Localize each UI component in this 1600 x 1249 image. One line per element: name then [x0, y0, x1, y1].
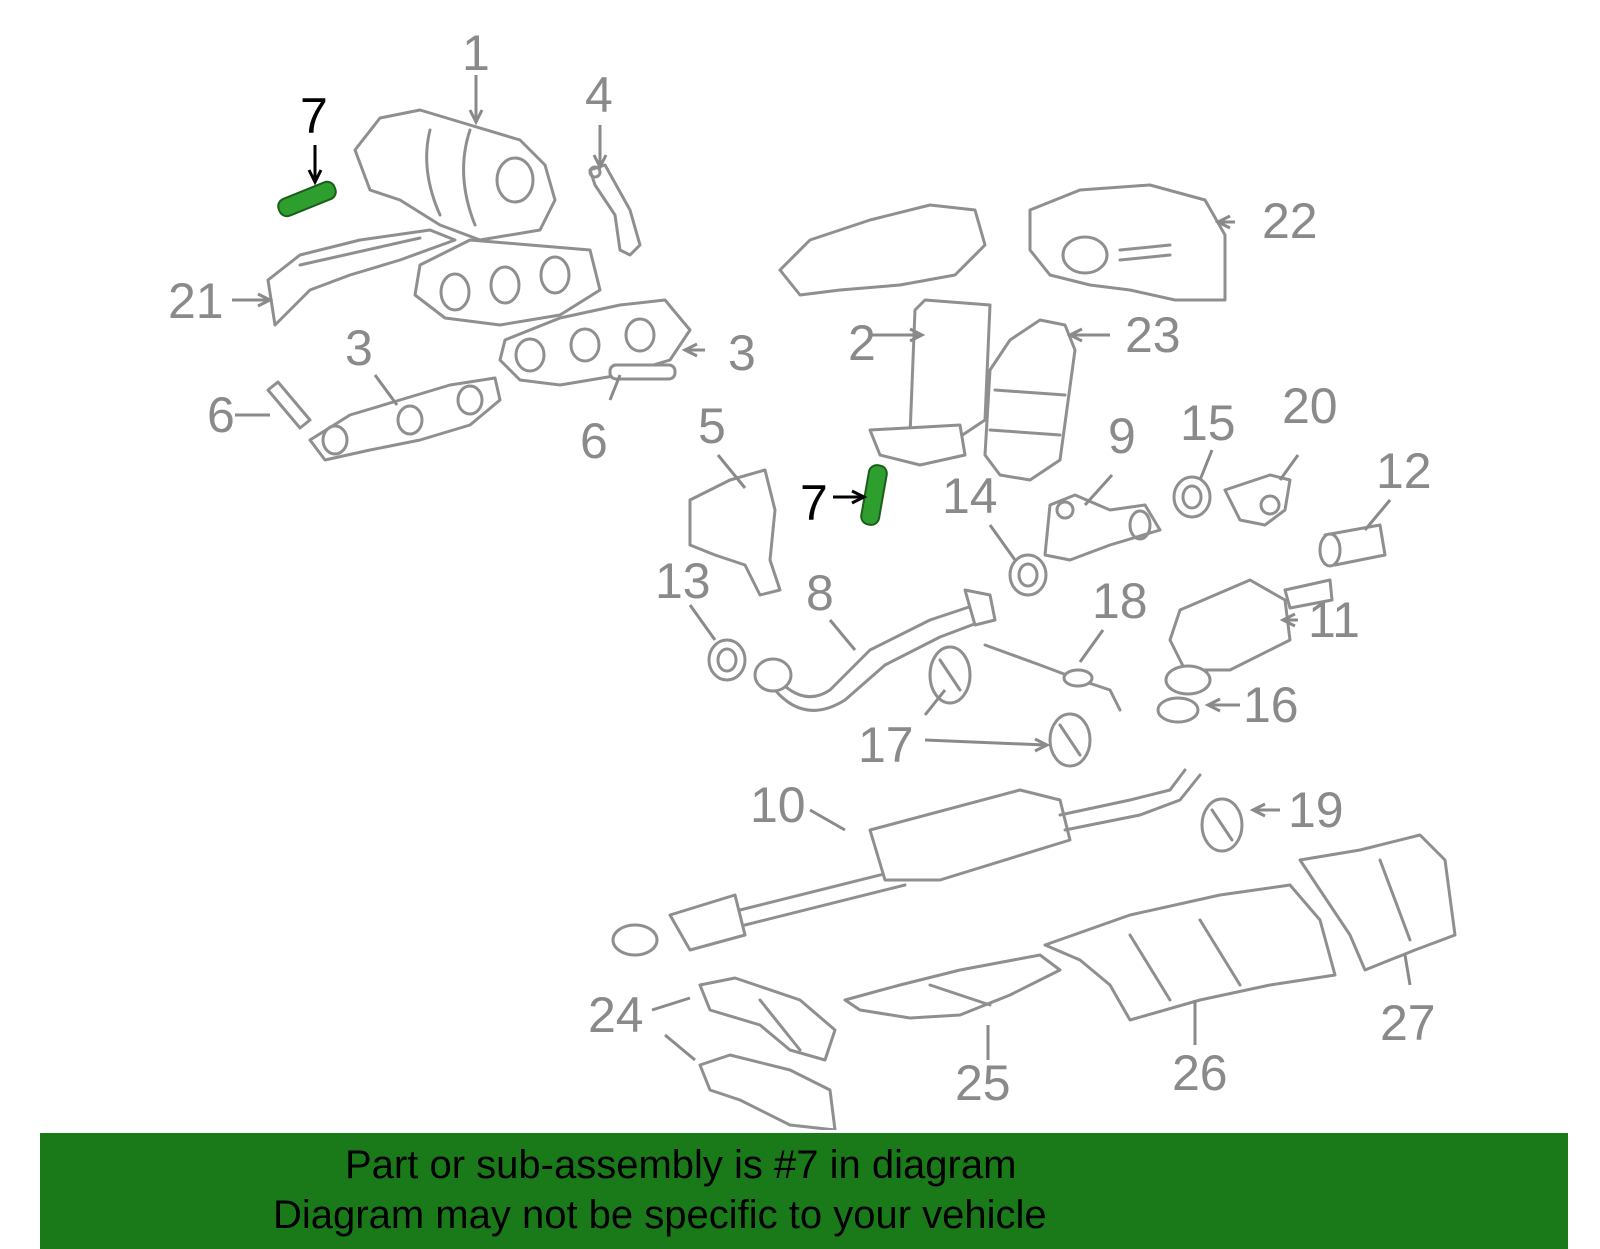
part-19-hanger [1200, 797, 1244, 853]
part-12-tail-pipe [1318, 523, 1387, 568]
label-6-left: 6 [207, 387, 235, 443]
part-13-gasket [707, 638, 747, 682]
label-11: 11 [1308, 592, 1360, 648]
label-24: 24 [588, 987, 644, 1043]
part-23-converter-shield [983, 318, 1077, 482]
label-22: 22 [1262, 193, 1318, 249]
part-21-heat-shield [266, 228, 457, 327]
label-21: 21 [168, 273, 224, 329]
part-7-stud-lower[interactable] [860, 464, 888, 526]
label-23: 23 [1125, 307, 1181, 363]
info-banner: Part or sub-assembly is #7 in diagram Di… [40, 1133, 1568, 1249]
part-17-hanger-lower [1048, 712, 1092, 768]
label-17: 17 [858, 717, 914, 773]
label-2: 2 [848, 315, 876, 371]
part-16-gasket [1156, 696, 1200, 724]
part-20-hanger [1223, 473, 1292, 527]
part-6-stud-left [266, 380, 312, 430]
leader-lines [232, 75, 1412, 1062]
label-15: 15 [1180, 395, 1236, 451]
label-6-right: 6 [580, 413, 608, 469]
part-24-heat-shield-lower [698, 1053, 837, 1130]
banner-line-1: Part or sub-assembly is #7 in diagram [345, 1143, 1017, 1187]
label-9: 9 [1108, 408, 1136, 464]
part-1-manifold-converter [353, 108, 602, 327]
part-11-tail-muffler [1164, 578, 1334, 696]
part-7-stud-upper[interactable] [276, 179, 338, 218]
part-17-hanger-upper [928, 645, 972, 705]
part-18-sensor [983, 643, 1122, 712]
part-27-heat-shield [1298, 833, 1457, 972]
part-labels: 1 2 3 3 4 5 6 6 7 7 8 9 10 11 12 13 14 1… [168, 25, 1436, 1111]
label-3-left: 3 [345, 320, 373, 376]
part-25-heat-shield [843, 953, 1062, 1020]
label-8: 8 [806, 565, 834, 621]
label-7-upper: 7 [300, 88, 328, 144]
label-16: 16 [1243, 677, 1299, 733]
part-8-front-pipe [753, 588, 997, 712]
label-10: 10 [750, 777, 806, 833]
label-19: 19 [1288, 782, 1344, 838]
part-2-manifold-converter [778, 203, 992, 467]
label-26: 26 [1172, 1045, 1228, 1101]
label-3-right: 3 [728, 325, 756, 381]
part-5-bracket [688, 468, 782, 597]
part-22-heat-insulator [1028, 183, 1227, 302]
label-14: 14 [942, 468, 998, 524]
part-15-gasket [1172, 475, 1212, 519]
label-18: 18 [1092, 573, 1148, 629]
part-3-gasket-left [308, 376, 502, 462]
label-4: 4 [585, 67, 613, 123]
label-5: 5 [698, 398, 726, 454]
part-14-gasket [1008, 553, 1048, 597]
part-26-heat-shield [1043, 883, 1337, 1022]
part-9-flange-pipe [1043, 493, 1162, 562]
exhaust-parts-diagram: 1 2 3 3 4 5 6 6 7 7 8 9 10 11 12 13 14 1… [168, 25, 1457, 1130]
part-4-bracket [588, 163, 642, 257]
label-12: 12 [1376, 443, 1432, 499]
part-24-heat-shield-upper [698, 976, 837, 1062]
label-25: 25 [955, 1055, 1011, 1111]
part-10-center-pipe [611, 768, 1202, 957]
banner-line-2: Diagram may not be specific to your vehi… [273, 1193, 1047, 1237]
part-6-stud-right [608, 363, 677, 381]
label-20: 20 [1282, 378, 1338, 434]
label-1: 1 [462, 25, 490, 81]
label-27: 27 [1380, 995, 1436, 1051]
label-7-lower: 7 [800, 475, 828, 531]
label-13: 13 [655, 553, 711, 609]
